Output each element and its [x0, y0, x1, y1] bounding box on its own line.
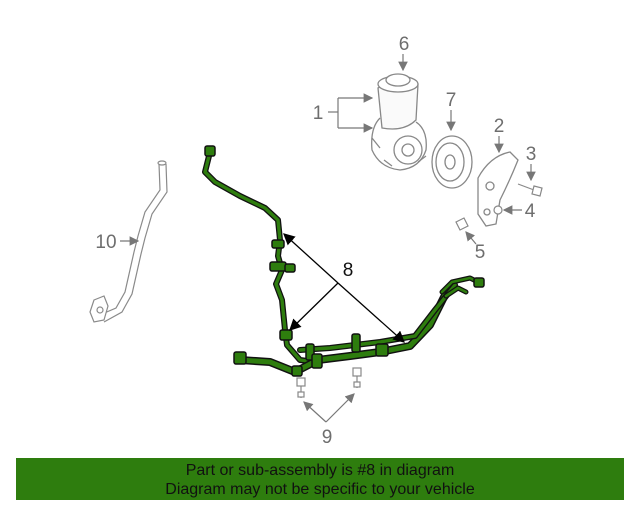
- callout-leader-9: [303, 393, 355, 423]
- callout-leader-1: [328, 93, 374, 133]
- callout-leader-8: [283, 233, 405, 343]
- callout-5: 5: [475, 242, 486, 263]
- callout-8: 8: [343, 260, 354, 281]
- callout-leader-5: [465, 231, 477, 245]
- callout-7: 7: [446, 90, 457, 111]
- disclaimer-line-1: Part or sub-assembly is #8 in diagram: [185, 462, 455, 479]
- disclaimer-line-2: Diagram may not be specific to your vehi…: [165, 481, 475, 498]
- pressure-hose-assembly: [202, 145, 485, 377]
- callout-4: 4: [525, 201, 536, 222]
- hose-clips: [296, 367, 362, 398]
- callout-6: 6: [399, 34, 410, 55]
- stud: [455, 217, 469, 231]
- disclaimer-banner: Part or sub-assembly is #8 in diagram Di…: [16, 458, 624, 500]
- hose-upper-line: [202, 149, 318, 365]
- pump-pulley: [431, 135, 473, 189]
- bolt: [517, 183, 543, 197]
- pump-bracket: [477, 151, 519, 227]
- callout-2: 2: [494, 116, 505, 137]
- callout-9: 9: [322, 427, 333, 448]
- nut: [493, 205, 503, 215]
- return-tube: [89, 160, 168, 323]
- power-steering-pump: [371, 73, 427, 171]
- callout-3: 3: [526, 144, 537, 165]
- callout-10: 10: [95, 232, 116, 253]
- callout-1: 1: [313, 103, 324, 124]
